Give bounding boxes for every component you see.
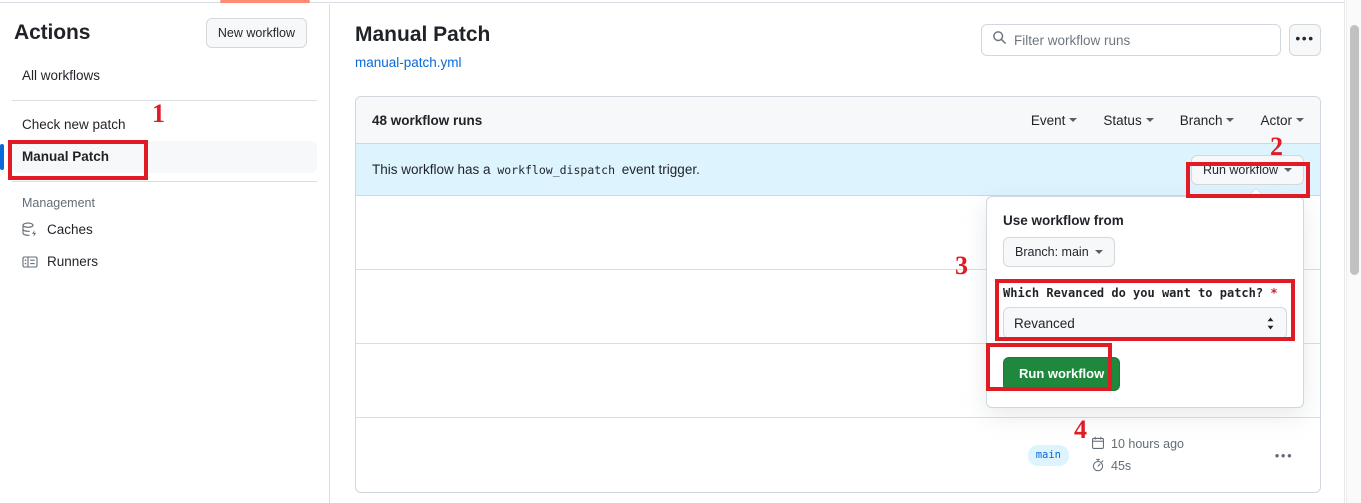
search-input[interactable] (1014, 32, 1270, 48)
chevron-down-icon (1094, 250, 1103, 254)
dispatch-suffix: event trigger. (621, 162, 700, 177)
table-row[interactable]: main 10 hours ago (356, 418, 1320, 492)
select-arrows-icon (1265, 316, 1276, 331)
runs-header: 48 workflow runs Event Status Branch (356, 97, 1320, 144)
workflow-title-block: Manual Patch manual-patch.yml (355, 20, 490, 74)
filter-branch[interactable]: Branch (1180, 113, 1235, 128)
run-timestamp: 10 hours ago (1091, 436, 1264, 453)
filter-label: Actor (1260, 112, 1292, 128)
runner-icon (22, 254, 38, 270)
filter-status[interactable]: Status (1103, 112, 1154, 128)
page-scrollbar[interactable] (1346, 0, 1361, 503)
runs-filters: Event Status Branch Actor (1031, 113, 1304, 128)
run-workflow-panel: Use workflow from Branch: main Which Rev… (986, 188, 1304, 408)
sidebar-section-management: Management (22, 196, 95, 210)
filter-label: Status (1103, 112, 1142, 128)
sidebar-header: Actions New workflow (0, 4, 329, 58)
required-marker: * (1270, 286, 1278, 300)
filter-label: Branch (1179, 112, 1223, 128)
sidebar-item-label: Check new patch (22, 117, 126, 132)
sidebar-item-caches[interactable]: Caches (12, 214, 317, 246)
timestamp-label: 10 hours ago (1111, 437, 1184, 451)
revanced-select[interactable]: Revanced (1003, 307, 1287, 339)
more-options-button[interactable]: ••• (1289, 24, 1321, 56)
chevron-down-icon (1226, 118, 1235, 122)
page-title: Actions (14, 21, 91, 44)
dispatch-event-code: workflow_dispatch (497, 163, 616, 177)
chevron-down-icon (1296, 118, 1304, 122)
sidebar-divider (12, 181, 317, 182)
actions-sidebar: Actions New workflow All workflows Check… (0, 4, 330, 503)
chevron-down-icon (1145, 118, 1154, 122)
filter-event[interactable]: Event (1031, 113, 1078, 128)
header-actions: ••• (981, 24, 1321, 56)
duration-label: 45s (1111, 459, 1132, 473)
dispatch-prefix: This workflow has a (372, 162, 491, 177)
workflow-nav-list: All workflows Check new patch Manual Pat… (0, 60, 329, 278)
sidebar-divider (12, 100, 317, 101)
cache-icon (22, 222, 38, 238)
use-workflow-from-label: Use workflow from (1003, 213, 1124, 228)
run-workflow-panel-body: Use workflow from Branch: main Which Rev… (987, 197, 1303, 407)
workflow-input-label-text: Which Revanced do you want to patch? (1003, 286, 1264, 300)
sidebar-item-label: Caches (47, 222, 93, 237)
active-tab-indicator (220, 0, 310, 3)
stopwatch-icon (1091, 458, 1105, 475)
workflow-dispatch-banner: This workflow has a workflow_dispatch ev… (356, 144, 1320, 196)
submit-run-workflow-button[interactable]: Run workflow (1003, 357, 1121, 391)
run-meta: 10 hours ago 45s (1069, 436, 1264, 475)
branch-select-label: Branch: main (1015, 245, 1089, 259)
branch-tag[interactable]: main (1027, 444, 1069, 466)
chevron-down-icon (1069, 118, 1078, 122)
sidebar-item-label: All workflows (22, 68, 101, 83)
sidebar-item-all-workflows[interactable]: All workflows (12, 60, 317, 92)
runs-count-label: 48 workflow runs (372, 112, 483, 128)
calendar-icon (1091, 436, 1105, 453)
workflow-input-label: Which Revanced do you want to patch? * (1003, 286, 1287, 300)
sidebar-item-manual-patch[interactable]: Manual Patch (0, 141, 317, 173)
new-workflow-button[interactable]: New workflow (205, 18, 307, 48)
content-edge (1344, 0, 1345, 503)
page-scrollbar-thumb[interactable] (1350, 25, 1359, 275)
search-icon (992, 30, 1007, 50)
sidebar-item-label: Runners (47, 254, 99, 269)
sidebar-item-label: Manual Patch (22, 149, 110, 164)
run-duration: 45s (1091, 458, 1264, 475)
filter-actor[interactable]: Actor (1260, 113, 1304, 128)
run-workflow-dropdown-button[interactable]: Run workflow (1190, 154, 1304, 185)
dispatch-message: This workflow has a workflow_dispatch ev… (372, 162, 700, 177)
sidebar-item-check-new-patch[interactable]: Check new patch (12, 109, 317, 141)
revanced-select-value: Revanced (1014, 315, 1075, 331)
run-workflow-button-label: Run workflow (1202, 162, 1278, 177)
workflow-header: Manual Patch manual-patch.yml ••• (331, 4, 1345, 74)
filter-label: Event (1030, 112, 1066, 128)
sidebar-item-runners[interactable]: Runners (12, 246, 317, 278)
panel-caret (1248, 189, 1264, 197)
branch-select-button[interactable]: Branch: main (1003, 237, 1115, 267)
filter-search-box[interactable] (981, 24, 1281, 56)
workflow-file-link[interactable]: manual-patch.yml (355, 55, 462, 70)
workflow-title: Manual Patch (355, 23, 491, 46)
row-more-icon[interactable]: ••• (1274, 447, 1294, 463)
chevron-down-icon (1284, 167, 1292, 172)
top-divider (0, 0, 1345, 3)
